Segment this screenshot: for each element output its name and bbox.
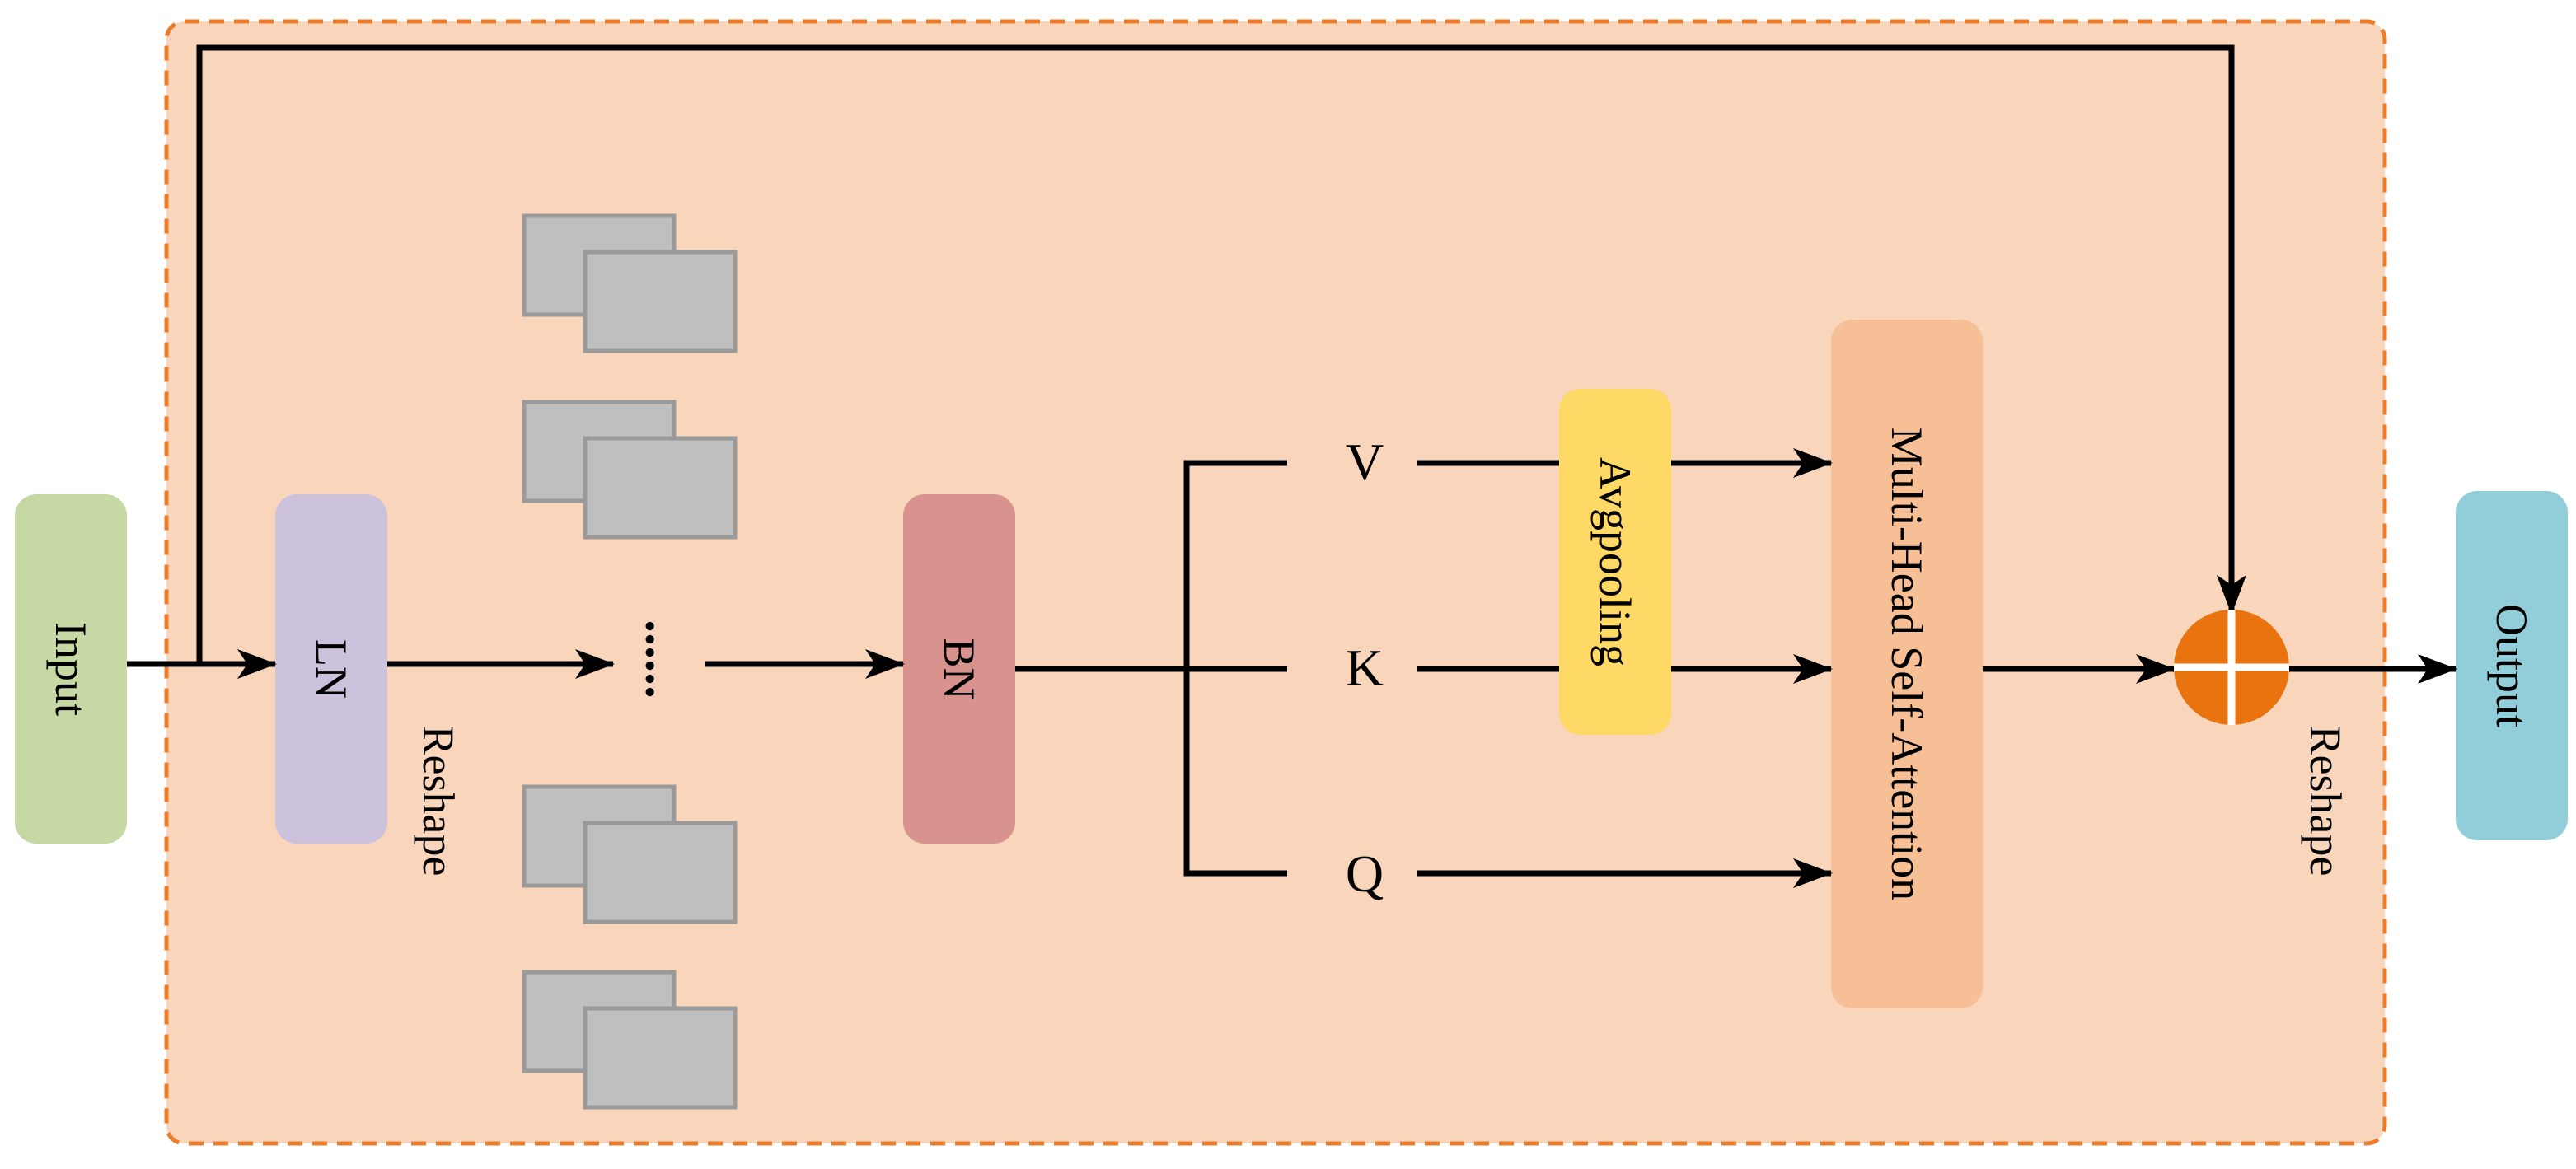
element-wise-add-icon	[2174, 610, 2289, 725]
ln-box	[275, 494, 387, 844]
input-label: Input	[46, 622, 96, 716]
reshape-left-label: Reshape	[414, 726, 463, 877]
bn-label: BN	[934, 638, 984, 699]
mhsa-box	[1831, 320, 1983, 1008]
block-container	[164, 19, 2387, 1146]
avgpooling-label: Avgpooling	[1590, 457, 1640, 666]
q-label: Q	[1346, 844, 1384, 903]
v-label: V	[1346, 433, 1384, 491]
output-box	[2456, 491, 2568, 840]
output-label: Output	[2487, 604, 2536, 727]
patch-stack-3	[522, 784, 738, 924]
residual-connection	[196, 44, 2246, 664]
patch-stack-1	[522, 213, 738, 353]
bn-box	[903, 494, 1015, 844]
input-box	[15, 494, 127, 844]
patch-stack-4	[522, 970, 738, 1110]
reshape-right-label: Reshape	[2301, 726, 2350, 877]
ln-label: LN	[307, 639, 356, 699]
avgpooling-box	[1559, 389, 1671, 735]
mhsa-label: Multi-Head Self-Attention	[1882, 428, 1932, 900]
patch-stack-2	[522, 400, 738, 540]
k-label: K	[1346, 638, 1384, 697]
ellipsis-label: ......	[635, 620, 694, 699]
